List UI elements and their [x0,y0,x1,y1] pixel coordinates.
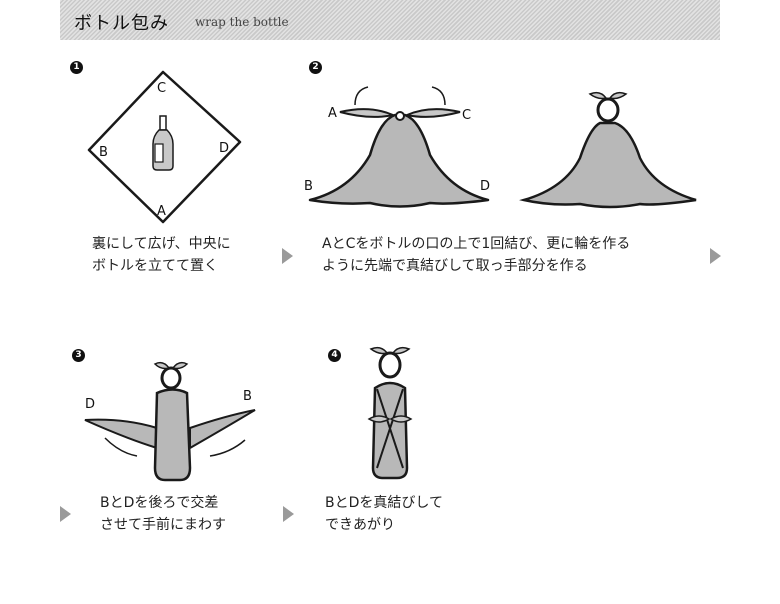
step-2-caption: AとCをボトルの口の上で1回結び、更に輪を作る ように先端で真結びして取っ手部分… [322,236,631,274]
step-3-illustration-cross: D B [84,361,256,482]
svg-text:B: B [304,179,313,194]
step-2-illustration-handle [519,91,697,209]
svg-text:C: C [157,81,166,96]
next-arrow-icon [710,248,721,264]
page-title: ボトル包み [74,13,169,34]
step-4-badge: 4 [328,349,341,362]
svg-text:D: D [219,141,229,156]
step-4-illustration-finished [367,346,413,480]
step-1-caption: 裏にして広げ、中央に ボトルを立てて置く [92,236,231,274]
svg-text:B: B [243,389,252,404]
svg-text:C: C [462,108,471,123]
next-arrow-icon [60,506,71,522]
page-subtitle: wrap the bottle [195,15,289,29]
step-4-caption: BとDを真結びして できあがり [325,495,443,533]
step-1-illustration-open-cloth: C B D A [87,70,242,224]
bottle-icon [152,115,174,171]
header-banner: ボトル包み wrap the bottle [60,0,720,40]
svg-text:B: B [99,145,108,160]
step-3-badge: 3 [72,349,85,362]
step-2-illustration-knot: A C B D [304,86,490,208]
svg-text:A: A [157,204,166,219]
step-2-badge: 2 [309,61,322,74]
svg-text:D: D [85,397,95,412]
svg-text:A: A [328,106,337,121]
next-arrow-icon [282,248,293,264]
svg-text:D: D [480,179,490,194]
next-arrow-icon [283,506,294,522]
step-3-caption: BとDを後ろで交差 させて手前にまわす [100,495,226,533]
step-1-badge: 1 [70,61,83,74]
